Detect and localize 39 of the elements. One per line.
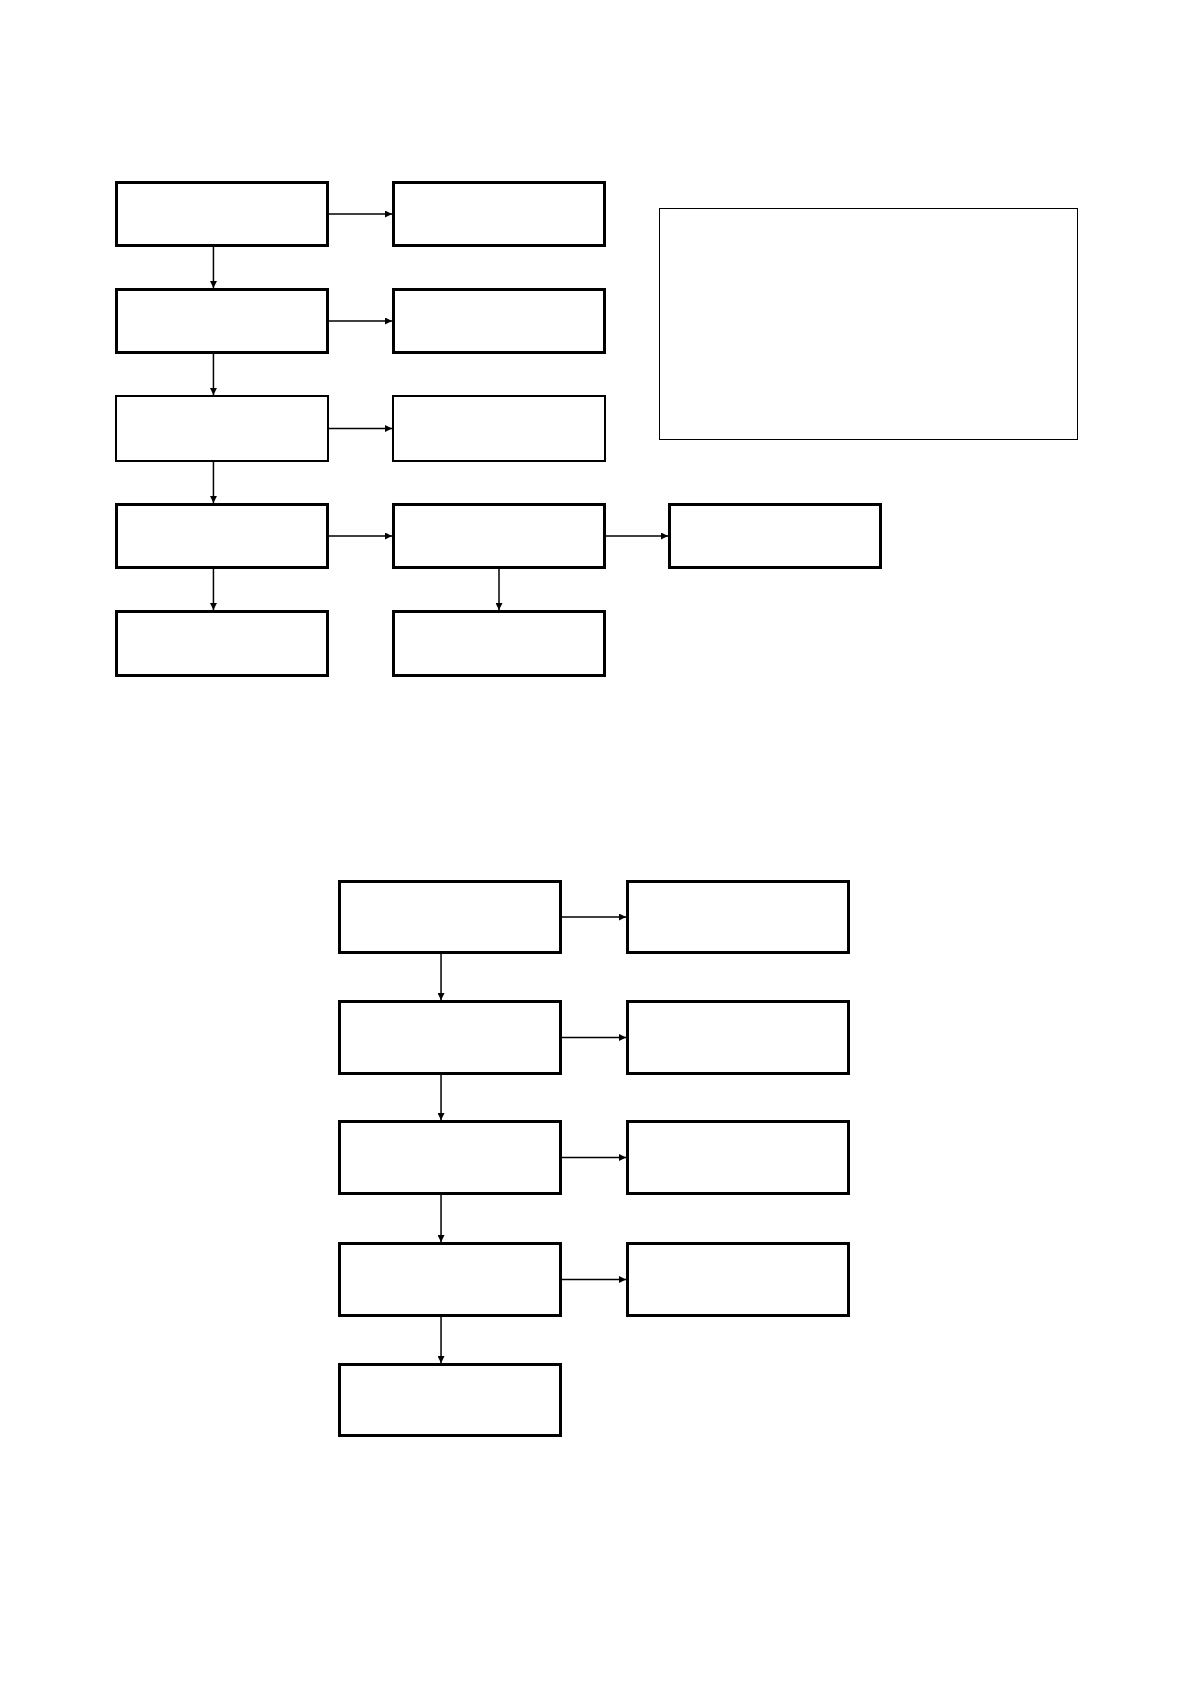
arrow bbox=[328, 532, 393, 540]
empty-box bbox=[392, 610, 606, 677]
arrow bbox=[561, 1276, 627, 1283]
arrow bbox=[561, 1034, 627, 1041]
empty-box bbox=[626, 1120, 850, 1195]
empty-box bbox=[338, 880, 562, 954]
arrow bbox=[437, 1316, 445, 1364]
empty-box bbox=[392, 395, 606, 462]
empty-box bbox=[626, 880, 850, 954]
arrow bbox=[209, 246, 217, 289]
empty-box bbox=[338, 1242, 562, 1317]
empty-box bbox=[115, 288, 329, 354]
arrow bbox=[209, 461, 217, 504]
arrow bbox=[495, 568, 503, 611]
empty-box bbox=[668, 503, 882, 569]
empty-box bbox=[115, 610, 329, 677]
arrow bbox=[605, 532, 669, 540]
empty-box bbox=[115, 181, 329, 247]
empty-box bbox=[338, 1000, 562, 1075]
empty-box bbox=[338, 1120, 562, 1195]
empty-box bbox=[392, 288, 606, 354]
empty-box bbox=[392, 503, 606, 569]
empty-box bbox=[659, 208, 1078, 440]
arrow bbox=[437, 1194, 445, 1243]
empty-box bbox=[115, 503, 329, 569]
arrow bbox=[561, 913, 627, 921]
empty-box bbox=[338, 1363, 562, 1437]
empty-box bbox=[392, 181, 606, 247]
arrow bbox=[209, 353, 217, 396]
arrow bbox=[328, 210, 393, 218]
arrow bbox=[437, 953, 445, 1001]
arrow bbox=[437, 1074, 445, 1121]
arrow bbox=[209, 568, 217, 611]
arrow bbox=[561, 1154, 627, 1161]
empty-box bbox=[115, 395, 329, 462]
arrow bbox=[328, 425, 393, 432]
empty-box bbox=[626, 1000, 850, 1075]
arrow bbox=[328, 317, 393, 325]
empty-box bbox=[626, 1242, 850, 1317]
